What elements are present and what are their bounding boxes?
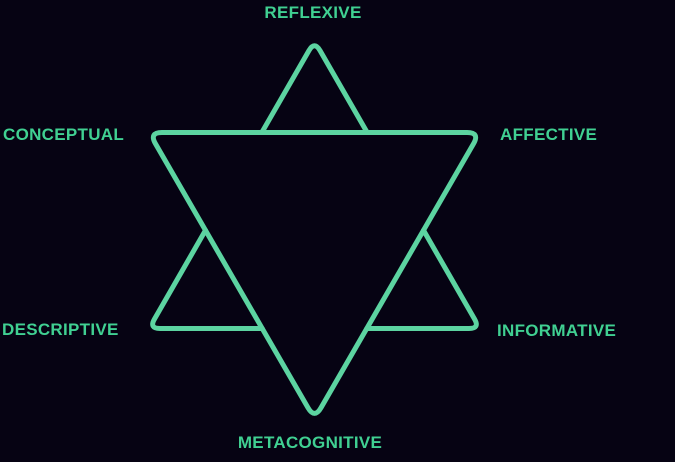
label-affective: AFFECTIVE — [500, 125, 598, 144]
upward-triangle-top-tip — [259, 43, 370, 135]
label-informative: INFORMATIVE — [497, 321, 617, 340]
downward-triangle-outline — [150, 130, 479, 416]
label-metacognitive: METACOGNITIVE — [237, 433, 383, 452]
upward-triangle-lower-right-tip — [364, 227, 479, 331]
upward-triangle-lower-left-tip — [150, 227, 265, 331]
label-descriptive: DESCRIPTIVE — [2, 320, 119, 339]
label-conceptual: CONCEPTUAL — [3, 125, 125, 144]
label-reflexive: REFLEXIVE — [264, 3, 362, 22]
